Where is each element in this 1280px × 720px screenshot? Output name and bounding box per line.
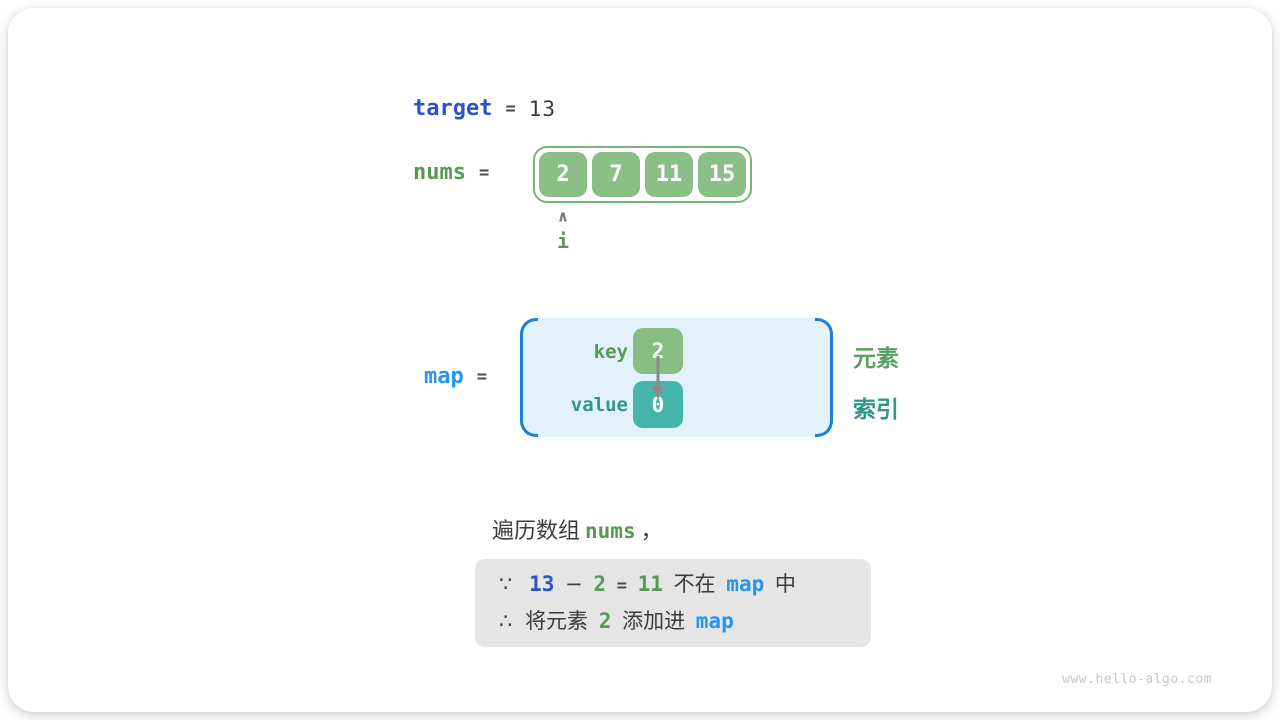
caption-comma: ， [640, 519, 663, 544]
key-to-value-arrow-icon [652, 356, 664, 400]
map-ref: map [726, 572, 765, 596]
array-cell: 2 [539, 152, 587, 197]
index-pointer-label: i [556, 229, 570, 253]
map-equals-sign: = [476, 366, 487, 387]
map-bracket-left [520, 318, 538, 437]
conclusion-line-1: ∵ 13 − 2 = 11 不在 map 中 [499, 567, 871, 604]
nums-equals-sign: = [478, 162, 490, 183]
because-symbol: ∵ [499, 572, 513, 596]
map-ref: map [695, 609, 734, 633]
value-label: value [570, 394, 628, 416]
add-into-text: 添加进 [622, 609, 686, 633]
therefore-symbol: ∴ [499, 609, 513, 633]
subtrahend-value: 2 [593, 572, 606, 596]
in-text: 中 [774, 572, 796, 596]
caption-text: 遍历数组 [492, 519, 581, 544]
index-side-label: 索引 [853, 397, 899, 423]
element-side-label: 元素 [853, 346, 899, 372]
minuend-value: 13 [529, 572, 555, 596]
caption-code-nums: nums [585, 519, 636, 543]
map-keyword: map [424, 364, 464, 389]
array-cell: 7 [592, 152, 640, 197]
minus-sign: − [565, 572, 583, 596]
add-element-text: 将元素 [525, 609, 589, 633]
map-bracket-right [815, 318, 833, 437]
key-label: key [593, 341, 628, 363]
nums-label-row: nums = [413, 160, 489, 185]
map-container: key 2 value 0 [520, 318, 833, 437]
element-value: 2 [598, 609, 612, 633]
equals-sign: = [616, 576, 627, 596]
conclusion-line-2: ∴ 将元素 2 添加进 map [499, 604, 871, 639]
array-cell: 11 [645, 152, 693, 197]
diagram-card: target = 13 nums = 2 7 11 15 ∧ i map = k… [8, 8, 1272, 712]
conclusion-box: ∵ 13 − 2 = 11 不在 map 中 ∴ 将元素 2 添加进 map [475, 559, 871, 647]
not-in-text: 不在 [673, 572, 716, 596]
map-label-row: map = [424, 364, 487, 389]
target-row: target = 13 [413, 96, 556, 121]
target-value: 13 [528, 96, 557, 121]
array-pointer-caret-icon: ∧ [556, 206, 570, 226]
array-cell: 15 [698, 152, 746, 197]
target-equals-sign: = [505, 98, 516, 119]
nums-array: 2 7 11 15 [533, 146, 752, 203]
nums-keyword: nums [413, 160, 466, 185]
watermark: www.hello-algo.com [1062, 672, 1212, 687]
difference-value: 11 [637, 572, 663, 596]
target-keyword: target [413, 96, 493, 121]
